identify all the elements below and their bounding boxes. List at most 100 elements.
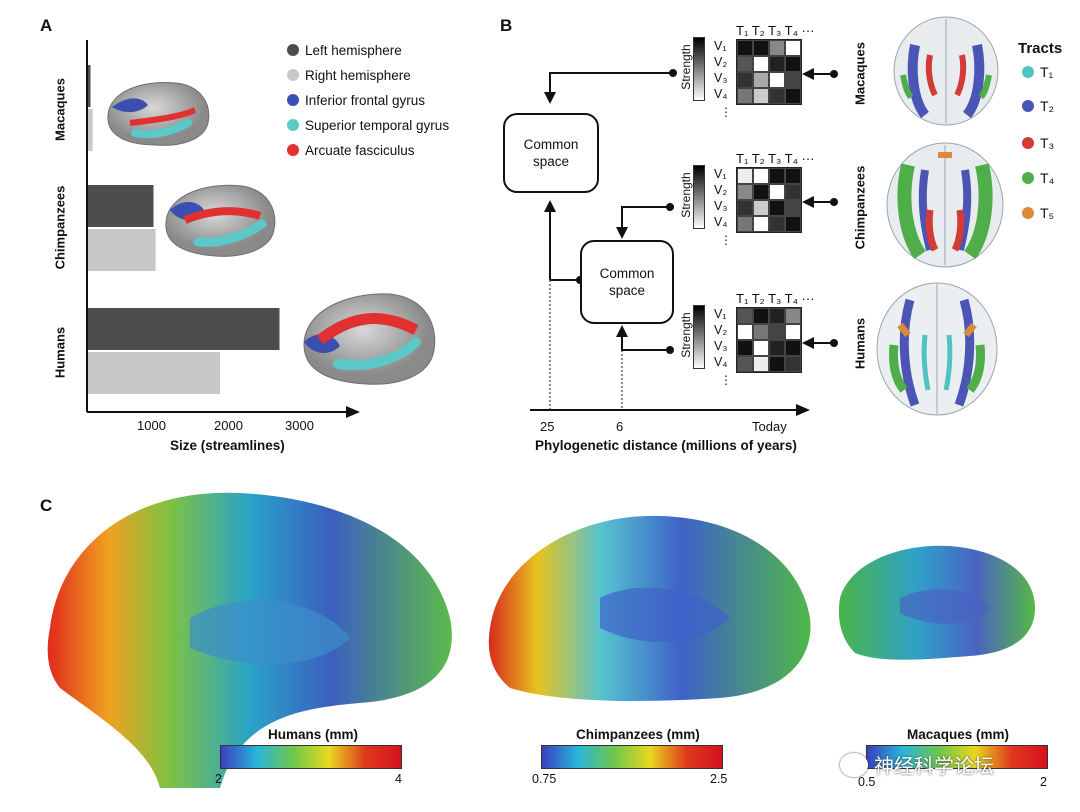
matrix-row-label: V₂ (714, 55, 728, 69)
colorbar-chimpanzees-max: 2.5 (710, 772, 728, 786)
matrix-column-labels: T₁ T₂ T₃ T₄ ··· (736, 23, 815, 38)
matrix-cell (785, 56, 801, 72)
wechat-icon (840, 752, 868, 777)
matrix-cell (737, 40, 753, 56)
tract-item-t2: T₂ (1022, 98, 1054, 114)
matrix-row-label: V₂ (714, 183, 728, 197)
matrix-row-label: V₁ (714, 39, 727, 53)
x-tick-2000: 2000 (214, 418, 243, 433)
matrix-cell (769, 356, 785, 372)
strength-gradient (693, 37, 705, 101)
matrix-grid (736, 307, 802, 373)
phylo-tick-today: Today (752, 419, 787, 434)
tracts-legend-title: Tracts (1018, 40, 1063, 57)
phylogeny-diagram (530, 69, 810, 416)
matrix-cell (753, 168, 769, 184)
matrix-grid (736, 39, 802, 105)
tract-item-t1: T₁ (1022, 64, 1053, 80)
legend-dot (287, 94, 299, 106)
matrix-column-labels: T₁ T₂ T₃ T₄ ··· (736, 151, 815, 166)
legend-dot (1022, 172, 1034, 184)
matrix-cell (737, 340, 753, 356)
legend-item-inferior-frontal-gyrus: Inferior frontal gyrus (287, 91, 425, 109)
matrix-row-label: V₄ (714, 215, 728, 229)
colorbar-title-humans: Humans (mm) (268, 727, 359, 742)
legend-item-arcuate-fasciculus: Arcuate fasciculus (287, 141, 415, 159)
panel-a-letter: A (40, 16, 53, 35)
matrix-cell (785, 40, 801, 56)
bar-chimpanzees-right (87, 229, 156, 271)
colorbar-macaques-max: 2 (1040, 775, 1047, 789)
matrix-cell (785, 356, 801, 372)
legend-dot (287, 44, 299, 56)
strength-gradient (693, 305, 705, 369)
matrix-cell (753, 308, 769, 324)
macaque-brain-image (107, 81, 210, 146)
matrix-cell (753, 88, 769, 104)
phylo-axis-label: Phylogenetic distance (millions of years… (535, 438, 797, 453)
matrix-row-label: V₄ (714, 87, 728, 101)
matrix-cell (737, 168, 753, 184)
matrix-cell (737, 88, 753, 104)
matrix-cell (753, 56, 769, 72)
category-label-humans: Humans (52, 326, 68, 379)
colorbar-chimpanzees (541, 745, 723, 769)
matrix-more-rows: ⋮ (720, 373, 732, 387)
matrix-row-label: V₄ (714, 355, 728, 369)
matrix-more-rows: ⋮ (720, 105, 732, 119)
matrix-cell (737, 200, 753, 216)
species-label-humans: Humans (852, 317, 868, 370)
category-label-macaques: Macaques (52, 78, 68, 141)
matrix-cell (769, 308, 785, 324)
legend-dot (287, 144, 299, 156)
matrix-grid (736, 167, 802, 233)
matrix-cell (769, 168, 785, 184)
matrix-cell (785, 308, 801, 324)
matrix-cell (769, 184, 785, 200)
matrix-cell (785, 324, 801, 340)
chimpanzee-tracts-image (886, 142, 1004, 268)
legend-dot (1022, 100, 1034, 112)
colorbar-macaques-min: 0.5 (858, 775, 876, 789)
matrix-cell (737, 56, 753, 72)
matrix-cell (785, 184, 801, 200)
matrix-cell (785, 72, 801, 88)
bar-macaques-left (87, 65, 91, 107)
matrix-row-label: V₁ (714, 167, 727, 181)
colorbar-humans (220, 745, 402, 769)
x-tick-3000: 3000 (285, 418, 314, 433)
matrix-cell (753, 324, 769, 340)
strength-label: Strength (679, 44, 693, 90)
matrix-input-arrows (802, 68, 838, 349)
matrix-cell (785, 200, 801, 216)
matrix-cell (753, 216, 769, 232)
matrix-column-labels: T₁ T₂ T₃ T₄ ··· (736, 291, 815, 306)
matrix-cell (769, 200, 785, 216)
legend-dot (1022, 66, 1034, 78)
tract-item-t4: T₄ (1022, 170, 1054, 186)
matrix-cell (785, 168, 801, 184)
legend-dot (1022, 207, 1034, 219)
bar-chimpanzees-left (87, 185, 154, 227)
legend-dot (287, 119, 299, 131)
human-tracts-image (876, 282, 998, 416)
colorbar-chimpanzees-min: 0.75 (532, 772, 557, 786)
species-label-chimpanzees: Chimpanzees (852, 165, 868, 250)
common-space-box-1: Common space (503, 113, 599, 193)
legend-item-right-hemisphere: Right hemisphere (287, 66, 411, 84)
category-label-chimpanzees: Chimpanzees (52, 185, 68, 270)
matrix-cell (753, 184, 769, 200)
matrix-cell (737, 308, 753, 324)
colorbar-humans-max: 4 (395, 772, 402, 786)
legend-item-superior-temporal-gyrus: Superior temporal gyrus (287, 116, 449, 134)
watermark: 神经科学论坛 (840, 750, 994, 779)
matrix-cell (753, 72, 769, 88)
matrix-cell (769, 340, 785, 356)
bar-chart (86, 40, 360, 418)
matrix-cell (737, 356, 753, 372)
strength-label: Strength (679, 172, 693, 218)
matrix-cell (753, 340, 769, 356)
